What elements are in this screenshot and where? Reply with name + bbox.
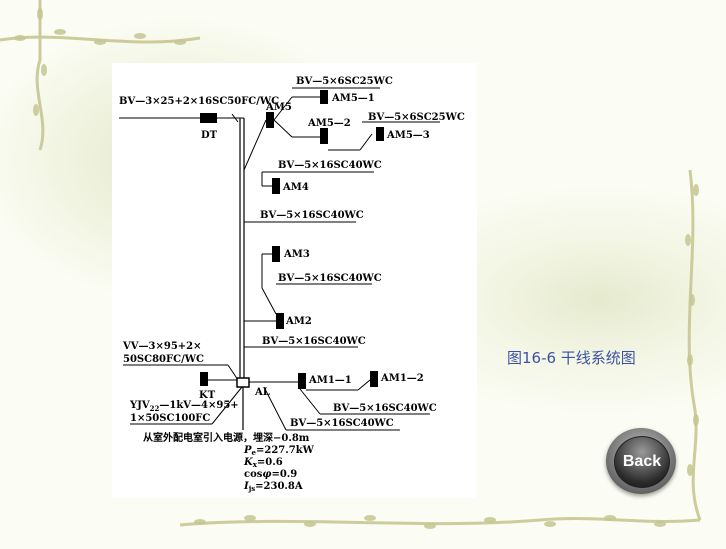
am5-3-cable-label: BV—5×6SC25WC — [368, 112, 465, 123]
am5-2-label: AM5—2 — [307, 118, 351, 129]
am5-label: AM5 — [265, 102, 292, 113]
back-button-face[interactable]: Back — [614, 436, 670, 488]
figure-caption: 图16-6 干线系统图 — [507, 349, 636, 367]
am5-3-label: AM5—3 — [386, 130, 430, 141]
param-kx: Kx=0.6 — [243, 457, 283, 469]
am1-2-cable-label: BV—5×16SC40WC — [333, 403, 437, 414]
am5-3-box — [376, 127, 384, 141]
dt-label: DT — [201, 130, 218, 141]
am5-1-label: AM5—1 — [331, 93, 375, 104]
am3-label: AM3 — [283, 249, 310, 260]
am5-1-box — [320, 90, 328, 104]
am3-cable-label: BV—5×16SC40WC — [278, 273, 382, 284]
am5-2-box — [320, 128, 328, 144]
yjv-cable-label-1: YJV22—1kV—4×95+ — [129, 400, 239, 413]
al-label: AL — [254, 387, 270, 398]
am1-1-box — [298, 373, 306, 389]
param-ijs: Ijs=230.8A — [243, 481, 303, 493]
am2-label: AM2 — [285, 316, 312, 327]
am3-box — [272, 246, 280, 262]
am4-label: AM4 — [282, 182, 309, 193]
am1-1-cable-label: BV—5×16SC40WC — [290, 418, 394, 429]
kt-label: KT — [199, 390, 216, 401]
param-pe: Pe=227.7kW — [243, 445, 315, 457]
al-panel-box — [236, 377, 250, 388]
vv-cable-label-1: VV—3×95+2× — [122, 341, 202, 352]
vv-cable-label-2: 50SC80FC/WC — [123, 354, 204, 365]
diagram-panel — [112, 63, 477, 498]
am4-cable-label: BV—5×16SC40WC — [278, 160, 382, 171]
am2-box — [276, 313, 284, 329]
source-note: 从室外配电室引入电源，埋深−0.8m — [143, 431, 310, 444]
am5-box — [266, 112, 274, 128]
back-button[interactable]: Back — [606, 428, 676, 494]
am1-2-label: AM1—2 — [380, 373, 424, 384]
riser-cable-label: BV—5×16SC40WC — [260, 210, 364, 221]
kt-box — [200, 372, 208, 386]
am4-box — [272, 178, 280, 194]
dt-cable-label: BV—3×25+2×16SC50FC/WC — [119, 96, 279, 107]
am2-cable-label: BV—5×16SC40WC — [262, 336, 366, 347]
am1-2-box — [370, 371, 378, 387]
am1-1-label: AM1—1 — [308, 375, 352, 386]
yjv-cable-label-2: 1×50SC100FC — [130, 413, 210, 424]
back-button-label: Back — [622, 453, 662, 470]
am5-cable-label: BV—5×6SC25WC — [296, 76, 393, 87]
dt-box — [200, 113, 217, 123]
param-cos: cosφ=0.9 — [244, 469, 297, 480]
